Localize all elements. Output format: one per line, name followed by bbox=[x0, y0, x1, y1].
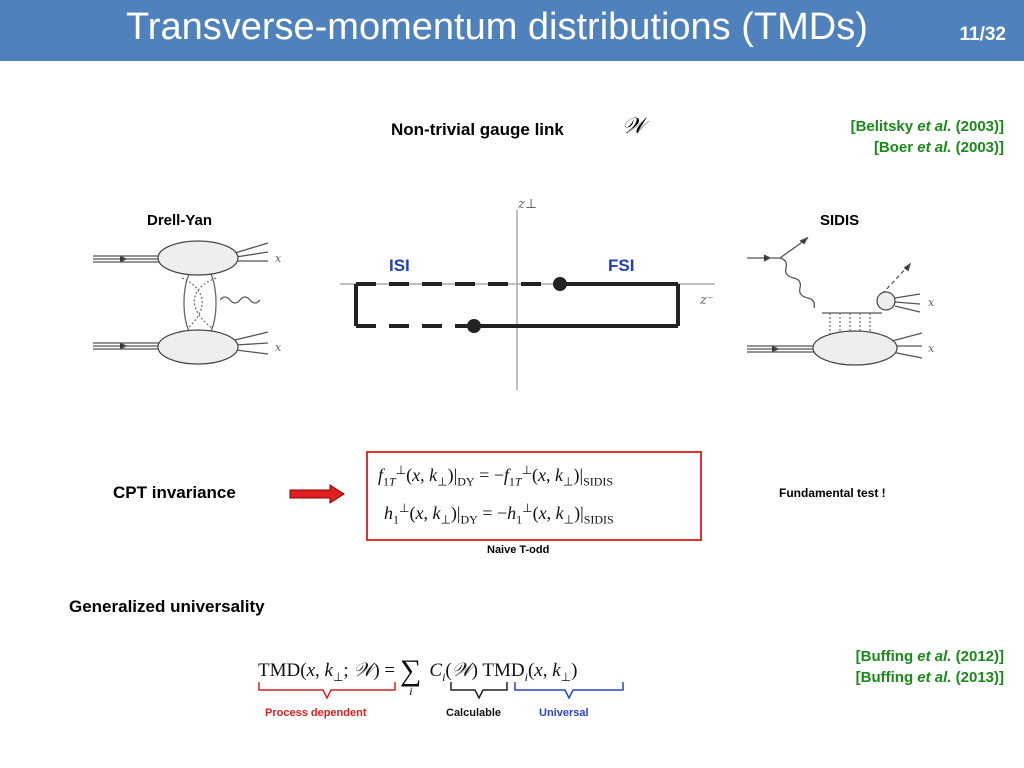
underbraces bbox=[258, 682, 624, 700]
cpt-invariance-label: CPT invariance bbox=[113, 483, 236, 502]
drell-yan-label: Drell-Yan bbox=[147, 212, 213, 229]
slide-title: Transverse-momentum distributions (TMDs) bbox=[126, 6, 868, 48]
calculable-label: Calculable bbox=[446, 707, 502, 719]
naive-t-odd-label: Naive T-odd bbox=[487, 544, 550, 556]
dy-x-top: x bbox=[275, 252, 282, 265]
drell-yan-diagram: x x bbox=[93, 240, 282, 365]
title-bar: Transverse-momentum distributions (TMDs)… bbox=[0, 0, 1024, 61]
reference-buffing-2013: [Buffing et al. (2013)] bbox=[855, 669, 1004, 686]
reference-boer: [Boer et al. (2003)] bbox=[873, 139, 1004, 156]
generalized-universality-label: Generalized universality bbox=[69, 597, 265, 616]
gauge-link-label: Non-trivial gauge link bbox=[391, 120, 564, 139]
gauge-link-contour-diagram: z⊥ z⁻ bbox=[340, 197, 715, 390]
sidis-label: SIDIS bbox=[820, 212, 860, 229]
sidis-x-top: x bbox=[928, 296, 935, 309]
cpt-equation-boer-mulders: h1⊥(x, k⊥)|DY = −h1⊥(x, k⊥)|SIDIS bbox=[384, 501, 614, 527]
reference-buffing-2012: [Buffing et al. (2012)] bbox=[855, 648, 1004, 665]
sidis-x-bottom: x bbox=[928, 342, 935, 355]
gauge-link-symbol: 𝒲 bbox=[622, 114, 646, 139]
tmd-decomposition-equation: TMD(x, k⊥; 𝒲) = ∑i Ci(𝒲) TMDi(x, k⊥) bbox=[258, 654, 578, 698]
universal-label: Universal bbox=[539, 707, 589, 719]
dy-x-bottom: x bbox=[275, 341, 282, 354]
cpt-equations-box: f1T⊥(x, k⊥)|DY = −f1T⊥(x, k⊥)|SIDIS h1⊥(… bbox=[366, 451, 702, 541]
fundamental-test-label: Fundamental test ! bbox=[779, 486, 886, 500]
cpt-equation-sivers: f1T⊥(x, k⊥)|DY = −f1T⊥(x, k⊥)|SIDIS bbox=[378, 463, 614, 489]
fsi-label: FSI bbox=[608, 256, 635, 275]
isi-label: ISI bbox=[389, 256, 410, 275]
sidis-diagram: x x bbox=[747, 236, 935, 366]
axis-z-perp: z⊥ bbox=[517, 197, 537, 212]
reference-belitsky: [Belitsky et al. (2003)] bbox=[850, 118, 1004, 135]
process-dependent-label: Process dependent bbox=[265, 707, 367, 719]
axis-z-minus: z⁻ bbox=[699, 293, 714, 308]
red-arrow-icon bbox=[289, 484, 345, 504]
page-number: 11/32 bbox=[959, 24, 1007, 45]
